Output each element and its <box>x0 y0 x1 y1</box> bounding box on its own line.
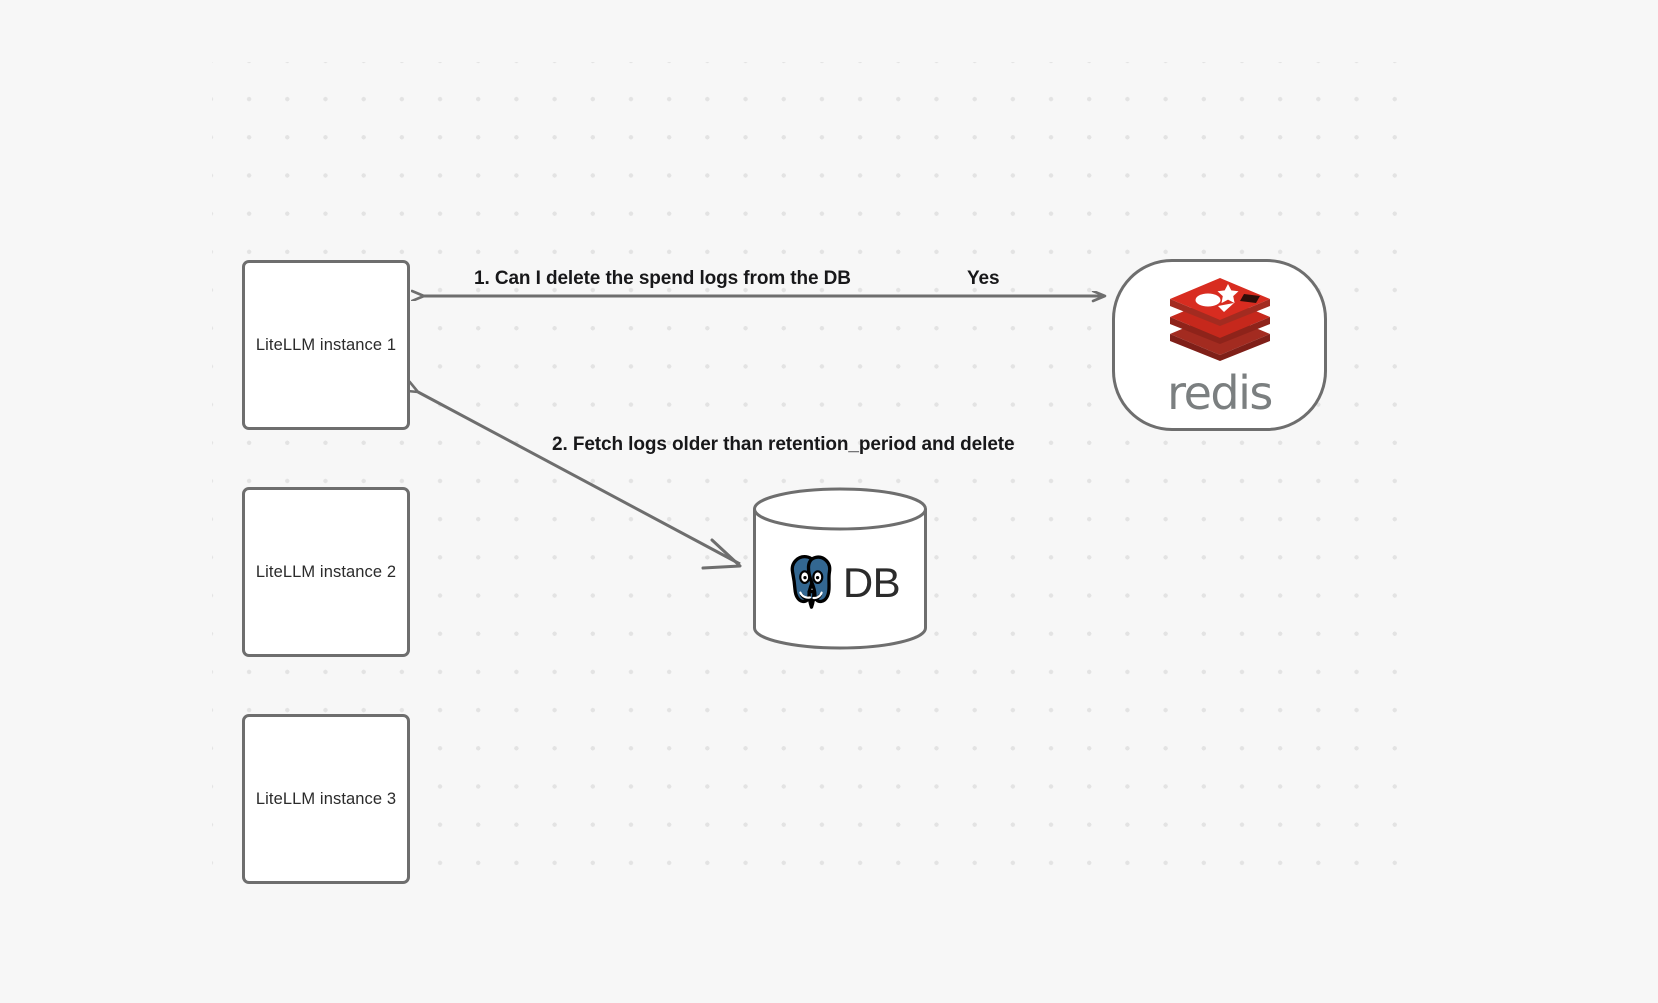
redis-logo-icon <box>1164 275 1276 366</box>
edge-db-fetch <box>418 392 742 570</box>
node-redis[interactable]: redis <box>1112 259 1327 431</box>
database-cylinder-shape <box>753 487 927 650</box>
redis-wordmark-label: redis <box>1167 365 1273 420</box>
node-litellm-instance-2[interactable]: LiteLLM instance 2 <box>242 487 410 657</box>
node-litellm-instance-1-label: LiteLLM instance 1 <box>255 335 397 354</box>
node-database[interactable]: DB <box>752 487 928 650</box>
node-litellm-instance-1[interactable]: LiteLLM instance 1 <box>242 260 410 430</box>
edge-label-step-1: 1. Can I delete the spend logs from the … <box>474 268 851 289</box>
node-litellm-instance-3-label: LiteLLM instance 3 <box>255 789 397 808</box>
edge-label-yes: Yes <box>967 268 1000 289</box>
postgresql-elephant-icon <box>780 549 842 616</box>
node-litellm-instance-2-label: LiteLLM instance 2 <box>255 562 397 581</box>
node-litellm-instance-3[interactable]: LiteLLM instance 3 <box>242 714 410 884</box>
database-label: DB <box>842 558 901 606</box>
edge-label-step-2: 2. Fetch logs older than retention_perio… <box>552 434 1015 455</box>
